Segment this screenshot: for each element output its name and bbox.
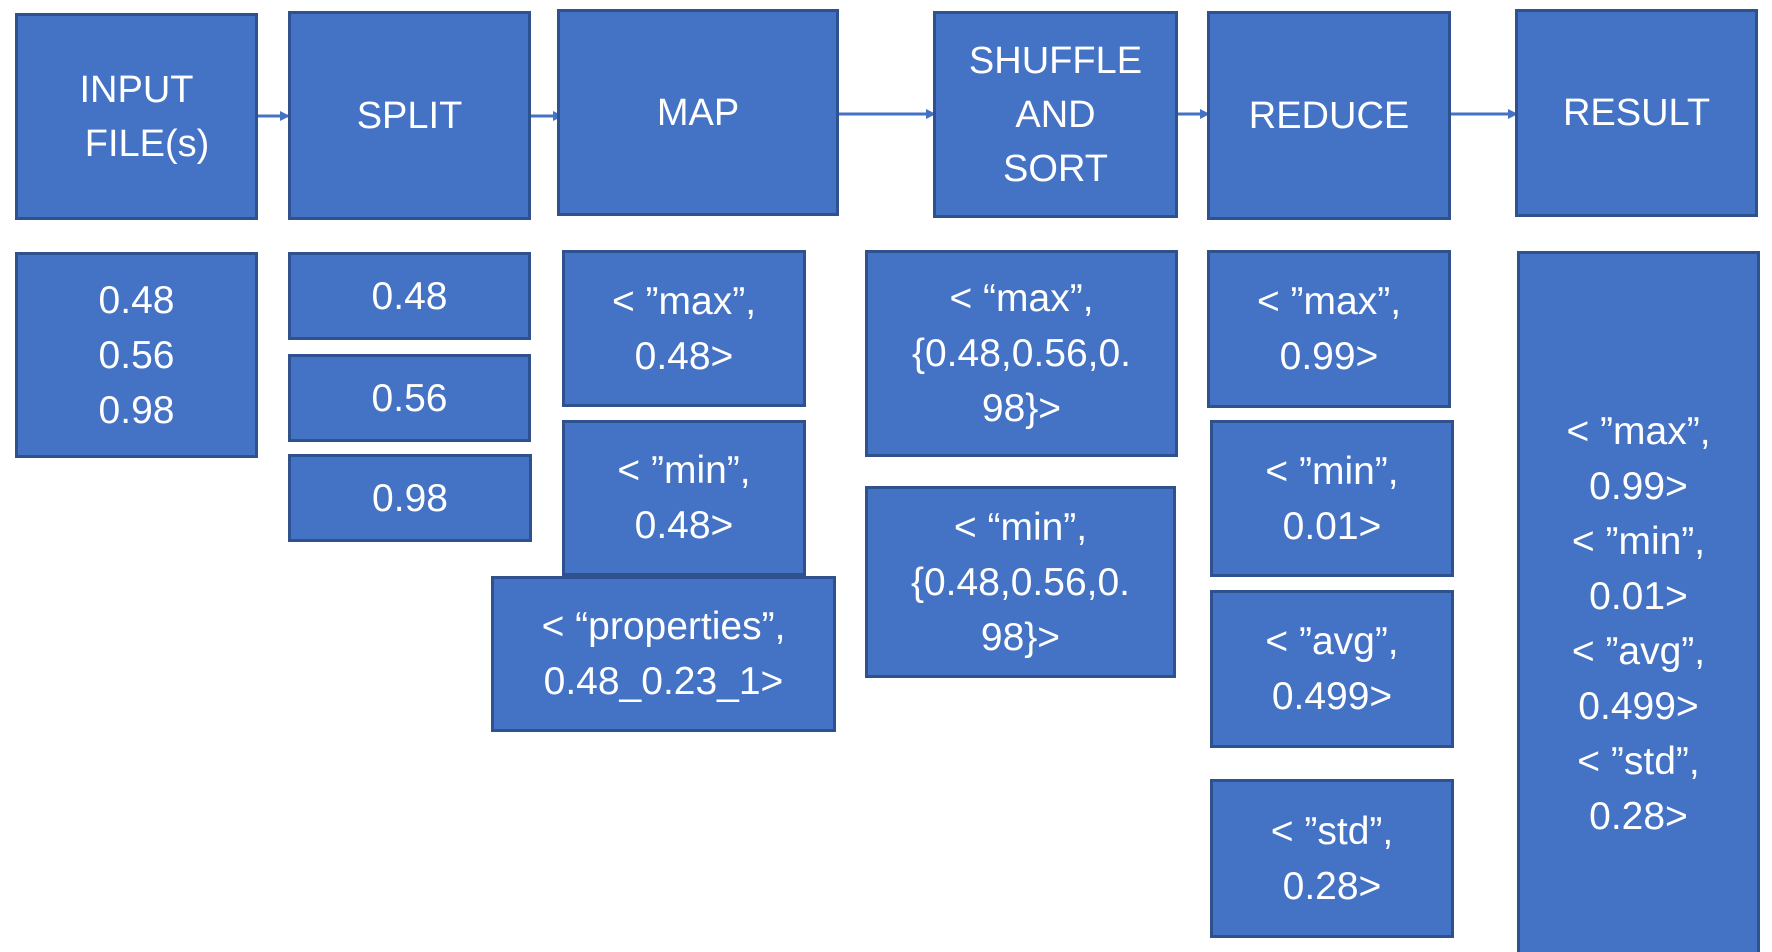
reduce-value-text: < ”min”, 0.01> bbox=[1265, 449, 1399, 548]
shuffle-value-text: < “min”, {0.48,0.56,0. 98}> bbox=[910, 505, 1131, 659]
input-values-box: 0.48 0.56 0.98 bbox=[15, 252, 258, 458]
shuffle-value-box: < “max”, {0.48,0.56,0. 98}> bbox=[865, 250, 1178, 457]
split-value-text: 0.48 bbox=[371, 274, 448, 318]
split-value-box: 0.98 bbox=[288, 454, 532, 542]
split-value-box: 0.56 bbox=[288, 354, 531, 442]
reduce-stage-label: REDUCE bbox=[1248, 94, 1410, 137]
input-values-text: 0.48 0.56 0.98 bbox=[98, 278, 175, 432]
split-stage-box: SPLIT bbox=[288, 11, 531, 220]
map-stage-box: MAP bbox=[557, 9, 839, 216]
map-value-text: < ”max”, 0.48> bbox=[611, 279, 757, 378]
reduce-value-box: < ”max”, 0.99> bbox=[1207, 250, 1451, 408]
shuffle-value-text: < “max”, {0.48,0.56,0. 98}> bbox=[911, 277, 1132, 430]
shuffle-stage-label: SHUFFLE AND SORT bbox=[968, 39, 1143, 190]
split-value-text: 0.98 bbox=[372, 476, 448, 520]
reduce-value-box: < ”avg”, 0.499> bbox=[1210, 590, 1454, 748]
shuffle-value-box: < “min”, {0.48,0.56,0. 98}> bbox=[865, 486, 1176, 678]
map-value-box: < “properties”, 0.48_0.23_1> bbox=[491, 576, 836, 732]
result-stage-label: RESULT bbox=[1562, 92, 1711, 134]
result-values-text: < ”max”, 0.99> < ”min”, 0.01> < ”avg”, 0… bbox=[1566, 410, 1711, 838]
map-value-text: < “properties”, 0.48_0.23_1> bbox=[541, 605, 786, 703]
shuffle-stage-box: SHUFFLE AND SORT bbox=[933, 11, 1178, 218]
reduce-value-text: < ”max”, 0.99> bbox=[1256, 280, 1402, 378]
split-value-text: 0.56 bbox=[371, 376, 448, 420]
reduce-value-text: < ”std”, 0.28> bbox=[1270, 809, 1394, 908]
map-value-text: < ”min”, 0.48> bbox=[617, 449, 751, 547]
reduce-value-box: < ”std”, 0.28> bbox=[1210, 779, 1454, 938]
reduce-value-box: < ”min”, 0.01> bbox=[1210, 420, 1454, 577]
map-stage-label: MAP bbox=[656, 91, 740, 134]
reduce-stage-box: REDUCE bbox=[1207, 11, 1451, 220]
split-stage-label: SPLIT bbox=[356, 94, 463, 137]
input-stage-label: INPUT FILE(s) bbox=[79, 68, 210, 165]
result-values-box: < ”max”, 0.99> < ”min”, 0.01> < ”avg”, 0… bbox=[1517, 251, 1760, 952]
input-stage-box: INPUT FILE(s) bbox=[15, 13, 258, 220]
split-value-box: 0.48 bbox=[288, 252, 531, 340]
result-stage-box: RESULT bbox=[1515, 9, 1758, 217]
map-value-box: < ”min”, 0.48> bbox=[562, 420, 806, 576]
map-value-box: < ”max”, 0.48> bbox=[562, 250, 806, 407]
reduce-value-text: < ”avg”, 0.499> bbox=[1265, 620, 1399, 718]
